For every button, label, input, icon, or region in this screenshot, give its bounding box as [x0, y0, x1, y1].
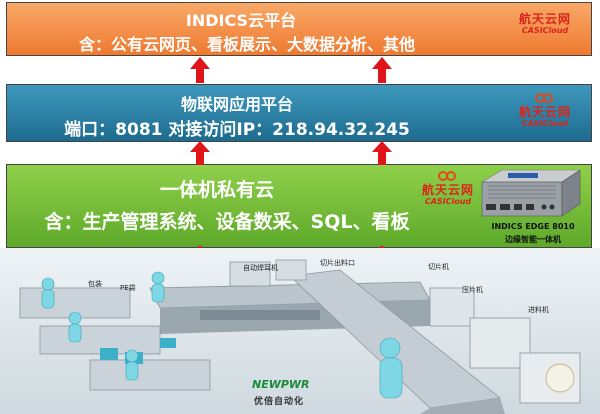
label-press-machine: 压片机 — [462, 286, 483, 294]
edge-device-image — [480, 169, 581, 217]
logo-cn: 航天云网 — [518, 105, 571, 119]
label-packaging: 包装 — [88, 280, 102, 288]
indics-cloud-layer: INDICS云平台 含：公有云网页、看板展示、大数据分析、其他 航天云网 CAS… — [6, 2, 592, 56]
indics-cloud-title: INDICS云平台 — [185, 11, 297, 30]
casicloud-logo: 航天云网 CASICloud — [502, 93, 588, 128]
newpwr-logo: NEWPWR — [252, 378, 310, 391]
up-arrow-icon — [190, 57, 210, 83]
logo-en: CASICloud — [521, 119, 569, 128]
device-description: 边缘智能一体机 — [505, 235, 561, 244]
logo-mark-icon — [534, 93, 556, 105]
label-pe-bag: PE袋 — [120, 284, 136, 292]
private-cloud-subtitle: 含：生产管理系统、设备数采、SQL、看板 — [44, 211, 410, 233]
iot-platform-layer: 物联网应用平台 端口：8081 对接访问IP：218.94.32.245 航天云… — [6, 84, 592, 142]
label-slice-outlet: 切片出料口 — [320, 259, 355, 267]
up-arrow-icon — [372, 57, 392, 83]
iot-platform-title: 物联网应用平台 — [180, 95, 293, 114]
label-welding-machine: 自动焊耳机 — [243, 264, 278, 272]
logo-en: CASICloud — [521, 26, 569, 35]
logo-en: CASICloud — [424, 197, 472, 206]
casicloud-logo: 航天云网 CASICloud — [502, 12, 588, 36]
up-arrow-icon — [372, 141, 392, 165]
logo-cn: 航天云网 — [518, 12, 571, 26]
indics-cloud-subtitle: 含：公有云网页、看板展示、大数据分析、其他 — [78, 35, 415, 54]
up-arrow-icon — [190, 141, 210, 165]
label-slicer: 切片机 — [428, 263, 449, 271]
logo-cn: 航天云网 — [421, 183, 474, 197]
private-cloud-title: 一体机私有云 — [159, 179, 274, 201]
label-feeder: 进料机 — [528, 306, 549, 314]
production-line-illustration — [0, 248, 600, 414]
logo-mark-icon — [437, 171, 459, 183]
iot-platform-subtitle: 端口：8081 对接访问IP：218.94.32.245 — [64, 120, 410, 140]
casicloud-logo: 航天云网 CASICloud — [415, 171, 481, 206]
newpwr-logo-cn: 优倍自动化 — [254, 397, 305, 407]
device-model: INDICS EDGE 8010 — [491, 222, 575, 231]
